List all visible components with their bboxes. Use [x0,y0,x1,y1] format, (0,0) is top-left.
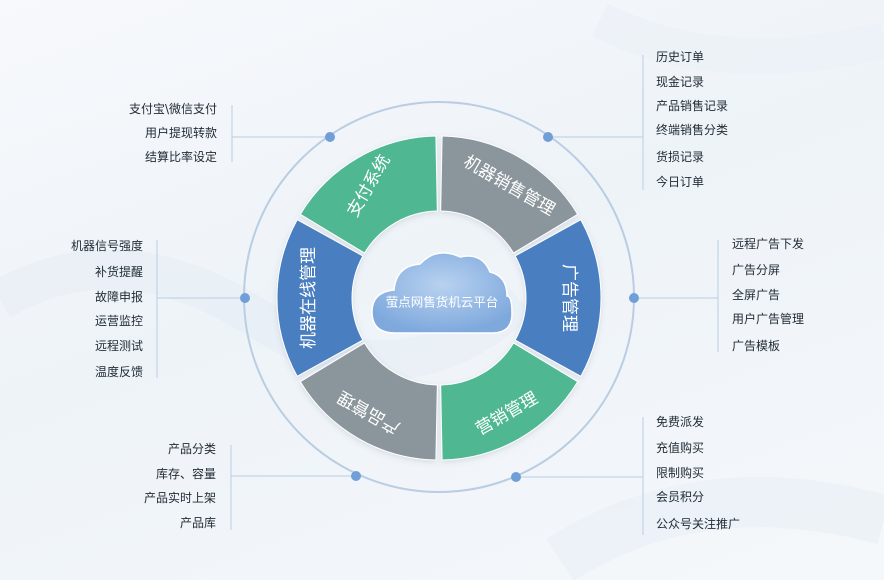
node-online [240,293,250,303]
list-item: 远程广告下发 [732,236,804,251]
node-ads [629,293,639,303]
list-item: 广告模板 [732,339,780,353]
list-item: 产品实时上架 [144,490,216,505]
list-item: 支付宝\微信支付 [129,102,217,116]
list-payment: 支付宝\微信支付 用户提现转款 结算比率设定 [129,102,217,164]
list-item: 广告分屏 [732,263,780,277]
node-sales [543,132,553,142]
list-item: 产品库 [180,515,216,530]
list-online: 机器信号强度 补货提醒 故障申报 运营监控 远程测试 温度反馈 [71,238,143,379]
list-item: 公众号关注推广 [656,516,740,531]
segment-marketing[interactable] [440,342,579,461]
list-item: 用户提现转款 [145,125,217,140]
list-ads: 远程广告下发 广告分屏 全屏广告 用户广告管理 广告模板 [732,236,804,353]
center-cloud: 萤点网售货机云平台 [371,252,513,334]
segment-ads[interactable] [514,219,602,377]
list-item: 机器信号强度 [71,238,143,253]
node-product [351,471,361,481]
list-item: 补货提醒 [95,264,143,279]
node-payment [325,132,335,142]
connector-nodes [240,132,639,482]
list-item: 充值购买 [656,440,704,455]
cloud-icon [371,252,513,334]
list-item: 温度反馈 [95,364,143,379]
list-item: 现金记录 [656,74,704,89]
node-marketing [511,472,521,482]
donut [276,135,602,461]
list-item: 货损记录 [656,149,704,164]
list-item: 产品分类 [168,442,216,456]
list-item: 库存、容量 [156,466,216,481]
segment-product[interactable] [299,342,438,461]
list-item: 历史订单 [656,50,704,64]
segment-machine-sales[interactable] [440,135,579,254]
list-product: 产品分类 库存、容量 产品实时上架 产品库 [144,442,216,530]
background-decoration [0,3,884,580]
list-marketing: 免费派发 充值购买 限制购买 会员积分 公众号关注推广 [656,414,740,531]
segment-label-ads: 广告管理 [559,264,579,332]
connectors [156,55,719,535]
segment-online[interactable] [276,219,364,377]
list-item: 远程测试 [95,338,143,353]
list-item: 终端销售分类 [656,122,728,137]
segment-label-online: 机器在线管理 [299,247,319,349]
list-item: 今日订单 [656,174,704,189]
list-item: 产品销售记录 [656,98,728,113]
list-item: 会员积分 [656,490,704,504]
segment-payment[interactable] [299,135,438,254]
list-item: 免费派发 [656,414,704,429]
center-label: 萤点网售货机云平台 [386,295,499,310]
list-sales: 历史订单 现金记录 产品销售记录 终端销售分类 货损记录 今日订单 [656,50,728,189]
list-item: 故障申报 [95,289,143,304]
list-item: 结算比率设定 [145,149,217,164]
list-item: 运营监控 [95,314,143,328]
list-item: 用户广告管理 [732,311,804,326]
list-item: 限制购买 [656,465,704,480]
list-item: 全屏广告 [732,287,780,302]
